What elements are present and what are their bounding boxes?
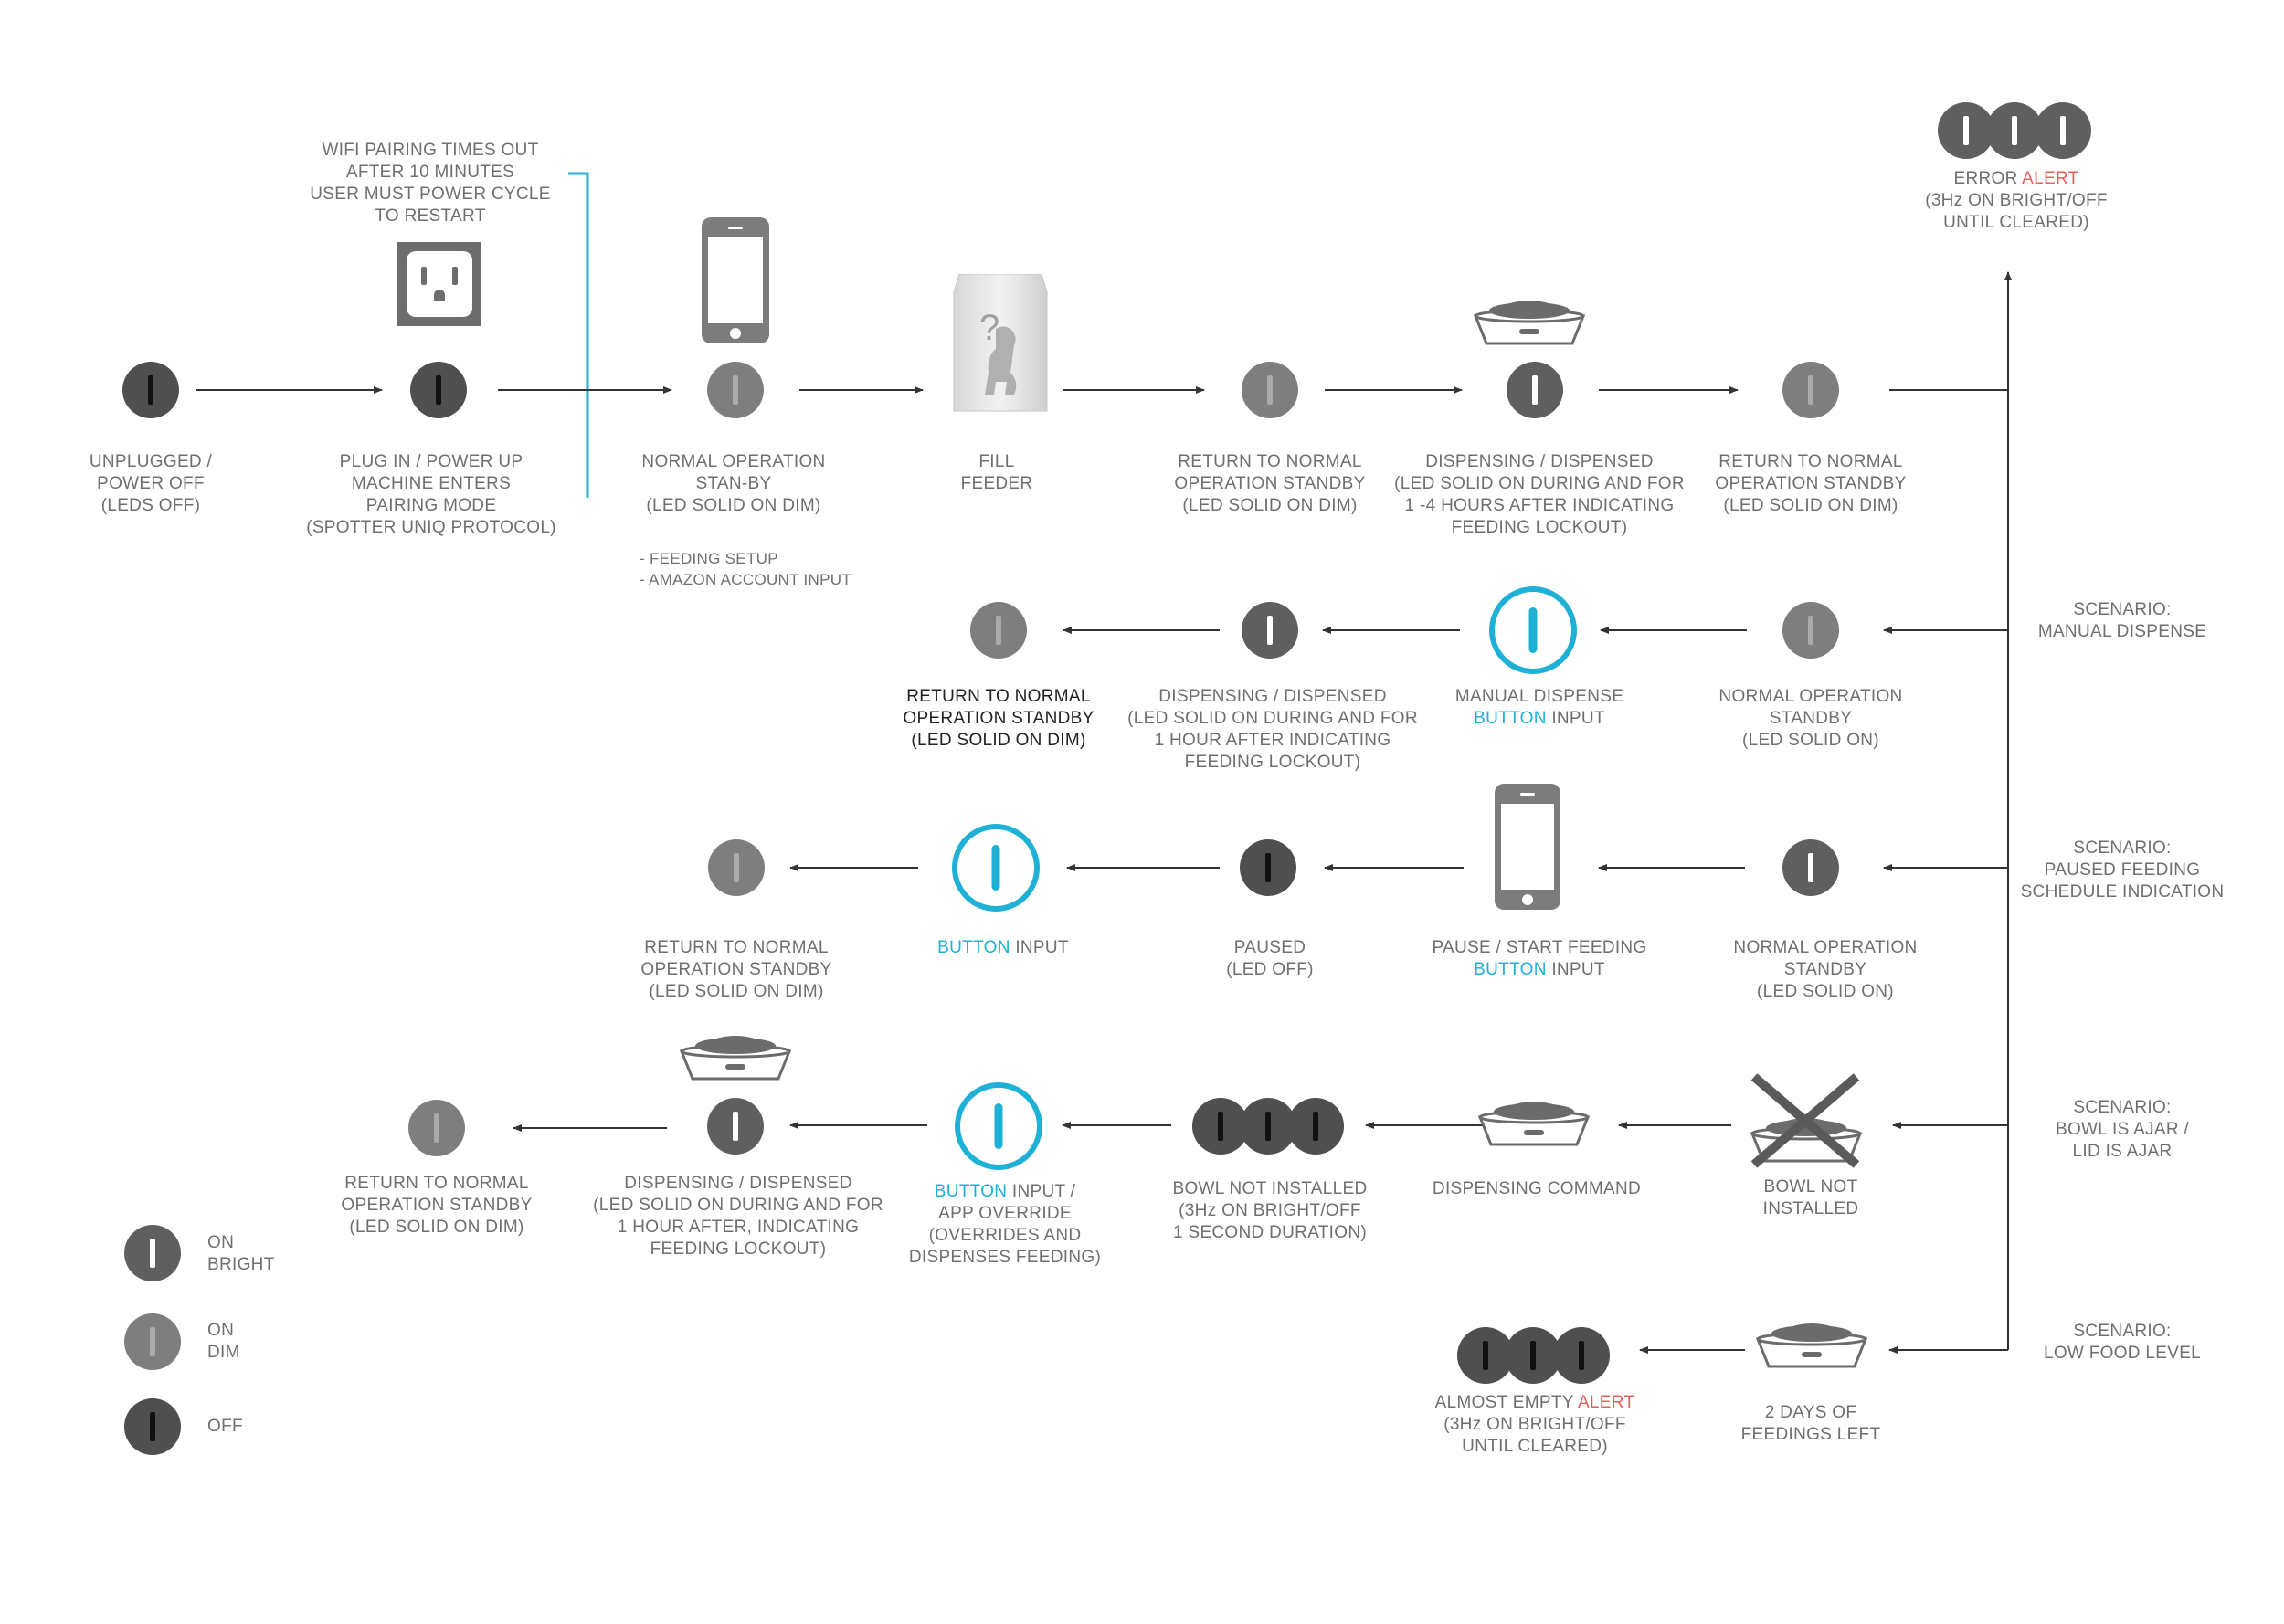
scenario-low-food: SCENARIO: LOW FOOD LEVEL [2043, 1322, 2202, 1363]
led-bowl-return [408, 1100, 465, 1156]
led-plug-in [410, 362, 467, 418]
food-bowl-icon [680, 1036, 791, 1081]
error-led-3 [2035, 102, 2091, 159]
svg-text:?: ? [979, 308, 999, 348]
smartphone-icon [1495, 784, 1560, 910]
error-led-1 [1938, 102, 1994, 159]
scenario-manual-dispense: SCENARIO: MANUAL DISPENSE [2037, 600, 2207, 641]
led-manual-dispensing [1242, 602, 1298, 659]
legend-label-bright: ON BRIGHT [207, 1233, 275, 1274]
led-bowl-dispensing [707, 1098, 764, 1155]
paused-button-icon [952, 824, 1040, 912]
low-alert-led-3 [1553, 1327, 1610, 1384]
led-manual-return [970, 602, 1027, 659]
led-paused-normal [1782, 839, 1839, 896]
led-return-standby-1 [1242, 362, 1298, 418]
label-dispensing-1: DISPENSING / DISPENSED (LED SOLID ON DUR… [1394, 452, 1685, 537]
led-unplugged [122, 362, 179, 418]
food-bowl-icon [1474, 301, 1585, 345]
legend-label-off: OFF [207, 1417, 243, 1436]
label-paused: PAUSED (LED OFF) [1226, 938, 1314, 979]
label-error-alert: ERROR ALERT (3Hz ON BRIGHT/OFF UNTIL CLE… [1925, 169, 2108, 232]
legend-label-dim: ON DIM [207, 1321, 240, 1362]
label-normal-standby: NORMAL OPERATION STAN-BY (LED SOLID ON D… [641, 452, 826, 515]
override-button-icon [955, 1082, 1042, 1170]
label-standby-notes: - FEEDING SETUP - AMAZON ACCOUNT INPUT [640, 550, 852, 588]
label-manual-button: MANUAL DISPENSE BUTTON INPUT [1454, 687, 1624, 728]
label-bowl-return: RETURN TO NORMAL OPERATION STANDBY (LED … [341, 1174, 533, 1237]
scenario-bowl-ajar: SCENARIO: BOWL IS AJAR / LID IS AJAR [2055, 1098, 2190, 1161]
legend-led-off [124, 1398, 181, 1455]
scenario-paused-feeding: SCENARIO: PAUSED FEEDING SCHEDULE INDICA… [2020, 838, 2225, 902]
label-almost-empty: ALMOST EMPTY ALERT (3Hz ON BRIGHT/OFF UN… [1434, 1393, 1635, 1456]
wifi-timeout-bracket [568, 172, 589, 498]
label-paused-button: BUTTON INPUT [937, 938, 1069, 957]
smartphone-icon [702, 217, 769, 343]
label-days-left: 2 DAYS OF FEEDINGS LEFT [1740, 1403, 1881, 1444]
label-paused-normal: NORMAL OPERATION STANDBY (LED SOLID ON) [1733, 938, 1918, 1001]
label-return-standby-1: RETURN TO NORMAL OPERATION STANDBY (LED … [1174, 452, 1366, 515]
label-override: BUTTON INPUT / APP OVERRIDE (OVERRIDES A… [908, 1182, 1102, 1267]
label-pause-start: PAUSE / START FEEDING BUTTON INPUT [1432, 938, 1647, 979]
label-return-standby-2: RETURN TO NORMAL OPERATION STANDBY (LED … [1715, 452, 1907, 515]
led-dispensing-1 [1507, 362, 1563, 418]
label-manual-dispensing: DISPENSING / DISPENSED (LED SOLID ON DUR… [1127, 687, 1418, 772]
label-bowl-not-installed: BOWL NOT INSTALLED [1762, 1177, 1859, 1218]
led-return-standby-2 [1782, 362, 1839, 418]
low-alert-led-2 [1505, 1327, 1561, 1384]
led-paused-return [708, 839, 765, 896]
legend-led-dim [124, 1313, 181, 1370]
led-paused [1240, 839, 1296, 896]
label-paused-return: RETURN TO NORMAL OPERATION STANDBY (LED … [640, 938, 832, 1001]
food-bowl-icon [1756, 1323, 1867, 1368]
label-bowl-dispensing: DISPENSING / DISPENSED (LED SOLID ON DUR… [593, 1174, 883, 1259]
wifi-note: WIFI PAIRING TIMES OUT AFTER 10 MINUTES … [310, 141, 551, 226]
label-manual-normal: NORMAL OPERATION STANDBY (LED SOLID ON) [1718, 687, 1903, 750]
led-normal-standby [707, 362, 764, 418]
label-unplugged: UNPLUGGED / POWER OFF (LEDS OFF) [89, 452, 213, 515]
error-led-2 [1986, 102, 2043, 159]
led-manual-normal [1782, 602, 1839, 659]
label-dispensing-command: DISPENSING COMMAND [1432, 1179, 1642, 1198]
label-manual-return: RETURN TO NORMAL OPERATION STANDBY (LED … [903, 687, 1094, 750]
bowl-alert-led-3 [1287, 1098, 1344, 1155]
food-bag-icon: ? [953, 274, 1048, 412]
no-bowl-icon [1750, 1073, 1863, 1168]
wall-outlet-icon [397, 242, 481, 326]
label-bowl-alert: BOWL NOT INSTALLED (3Hz ON BRIGHT/OFF 1 … [1172, 1179, 1368, 1242]
food-bowl-icon [1478, 1102, 1590, 1146]
label-fill: FILL FEEDER [960, 452, 1033, 493]
legend-led-bright [124, 1225, 181, 1281]
label-plug-in: PLUG IN / POWER UP MACHINE ENTERS PAIRIN… [306, 452, 556, 537]
manual-dispense-button-icon [1489, 586, 1577, 674]
